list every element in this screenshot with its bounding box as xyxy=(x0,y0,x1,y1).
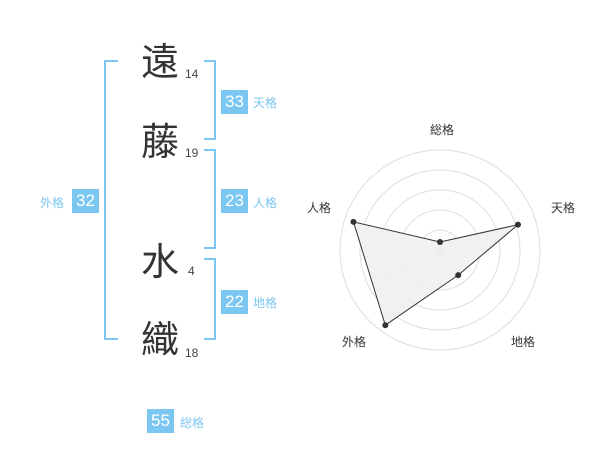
gaikaku-label: 外格 xyxy=(40,196,65,210)
tenkaku-bracket xyxy=(204,60,216,140)
radar-ring xyxy=(359,169,521,331)
chikaku-label: 地格 xyxy=(253,296,278,310)
jinkaku-label: 人格 xyxy=(253,196,278,210)
gaikaku-value: 32 xyxy=(72,189,99,213)
chikaku-value: 22 xyxy=(221,290,248,314)
radar-axis-label-gaikaku: 外格 xyxy=(342,334,366,349)
name-char-1: 遠 xyxy=(140,40,179,84)
radar-point-3 xyxy=(455,272,462,279)
radar-chart: 総格 天格 地格 外格 人格 xyxy=(307,122,575,351)
radar-axis-label-tenkaku: 天格 xyxy=(551,200,575,215)
stroke-count-4: 18 xyxy=(185,346,199,360)
radar-axis-label-soukaku: 総格 xyxy=(430,122,454,137)
name-char-3: 水 xyxy=(140,240,179,284)
name-char-2: 藤 xyxy=(140,120,179,164)
stroke-count-1: 14 xyxy=(185,67,199,81)
soukaku-value: 55 xyxy=(147,409,174,433)
stroke-count-3: 4 xyxy=(188,264,195,278)
radar-axis-label-chikaku: 地格 xyxy=(511,334,535,349)
gaikaku-bracket xyxy=(104,60,118,340)
jinkaku-value: 23 xyxy=(221,189,248,213)
radar-ring xyxy=(339,149,541,351)
radar-point-4 xyxy=(382,322,389,329)
chikaku-bracket xyxy=(204,258,216,340)
radar-data-polygon xyxy=(352,221,519,326)
radar-point-5 xyxy=(350,218,357,225)
radar-point-2 xyxy=(514,221,521,228)
tenkaku-label: 天格 xyxy=(253,96,278,110)
radar-grid xyxy=(339,149,541,351)
jinkaku-bracket xyxy=(204,149,216,249)
radar-axis-labels: 総格 天格 地格 外格 人格 xyxy=(307,122,575,349)
stroke-count-2: 19 xyxy=(185,146,199,160)
tenkaku-value: 33 xyxy=(221,90,248,114)
soukaku-label: 総格 xyxy=(180,416,205,430)
radar-point-1 xyxy=(437,239,443,245)
radar-axis-label-jinkaku: 人格 xyxy=(307,200,331,215)
name-char-4: 織 xyxy=(140,318,179,362)
radar-data-points xyxy=(350,218,521,329)
